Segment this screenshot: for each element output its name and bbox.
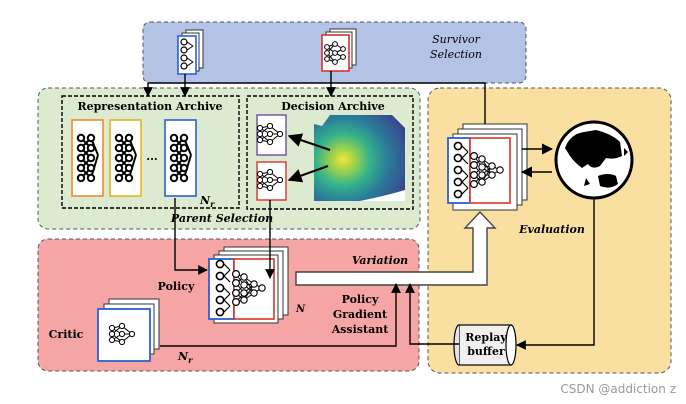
decision-net-purple [256,114,287,156]
pga-label-line1: Policy [342,293,379,306]
representation-net-3 [164,119,197,197]
decision-net-red [256,161,287,201]
parent-selection-label: Parent Selection [170,212,273,225]
critic-label: Critic [49,328,84,341]
critic-to-pga-arrow [160,283,401,347]
decision-archive-title: Decision Archive [281,100,385,113]
representation-archive-box [61,95,240,209]
variation-label: Variation [352,254,408,267]
representation-net-2 [109,119,142,197]
evaluation-label: Evaluation [518,223,585,236]
replay-to-pga-arrow [405,283,459,345]
watermark-text: CSDN @addiction z [560,382,676,396]
survivor-label-line1: Survivor [432,33,480,46]
heatmap-to-decision-net-arrow [287,133,331,151]
heatmap-to-decision-net2-arrow [287,165,329,183]
policy-stack [208,246,289,324]
decision-archive-box [246,95,414,210]
evaluation-stack [447,123,528,211]
ellipsis-label: ... [146,150,158,163]
representation-archive-title: Representation Archive [77,100,222,113]
survivor-stack-representation [177,29,204,75]
pga-label-line3: Assistant [331,323,389,336]
policy-n-label: N [295,304,306,315]
critic-nr-label: Nr [177,350,193,365]
critic-stack [97,298,160,362]
nr-label: Nr [199,194,215,209]
representation-net-1 [71,119,104,197]
replay-buffer-cylinder [453,324,517,366]
policy-label: Policy [158,280,195,293]
representation-to-policy-arrow [174,198,208,275]
replay-label-line2: buffer [467,345,505,358]
world-globe [554,120,634,200]
survivor-stack-decision [321,28,357,72]
replay-label-line1: Replay [465,331,507,344]
survivor-line-from-evaluation [143,82,486,124]
survivor-label-line2: Selection [430,48,482,61]
behavior-heatmap [314,115,405,201]
env-to-replay-arrow [516,198,595,350]
pga-label-line2: Gradient [333,308,388,321]
